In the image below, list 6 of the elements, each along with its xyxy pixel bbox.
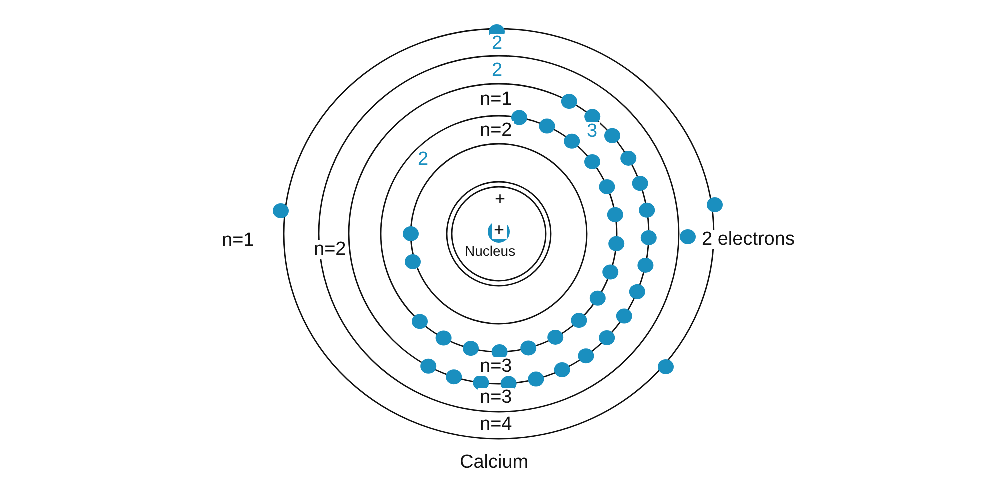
- shell-label: n=2: [312, 240, 348, 259]
- plus-sign: +: [492, 221, 507, 239]
- electron-count-label: 2 electrons: [700, 230, 797, 249]
- nucleus-circle: [445, 180, 553, 288]
- shell-label: n=3: [478, 357, 514, 376]
- nucleus-label: Nucleus: [463, 244, 518, 258]
